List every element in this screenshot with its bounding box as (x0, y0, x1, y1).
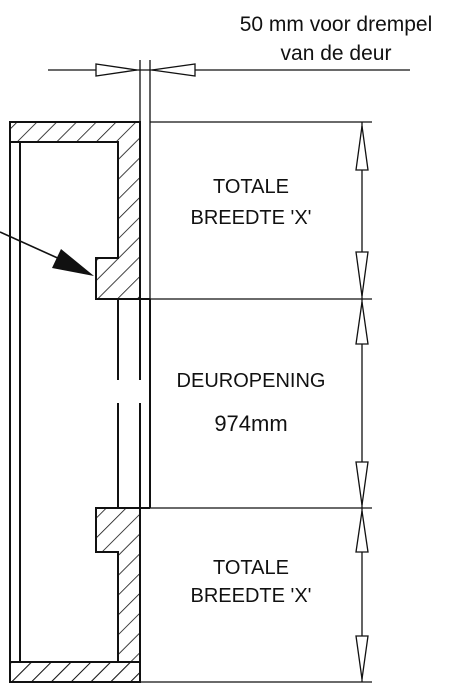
door-leaf (117, 298, 151, 509)
extension-lines (140, 121, 372, 683)
bottom-frame-profile (9, 507, 141, 683)
top-width-line-2: BREEDTE 'X' (191, 207, 312, 229)
bottom-frame-strip (9, 661, 141, 683)
top-width-line-1: TOTALE (213, 176, 289, 198)
door-opening-value: 974mm (214, 411, 287, 436)
note-line-2: van de deur (281, 42, 392, 65)
leader-arrow (0, 231, 94, 276)
dimension-line-right (355, 122, 369, 682)
bottom-width-line-1: TOTALE (213, 557, 289, 579)
bottom-width-line-2: BREEDTE 'X' (191, 585, 312, 607)
wall-frame (9, 122, 21, 682)
top-frame-profile (9, 121, 141, 300)
note-line-1: 50 mm voor drempel (240, 13, 433, 36)
door-opening-label: DEUROPENING (177, 370, 326, 392)
